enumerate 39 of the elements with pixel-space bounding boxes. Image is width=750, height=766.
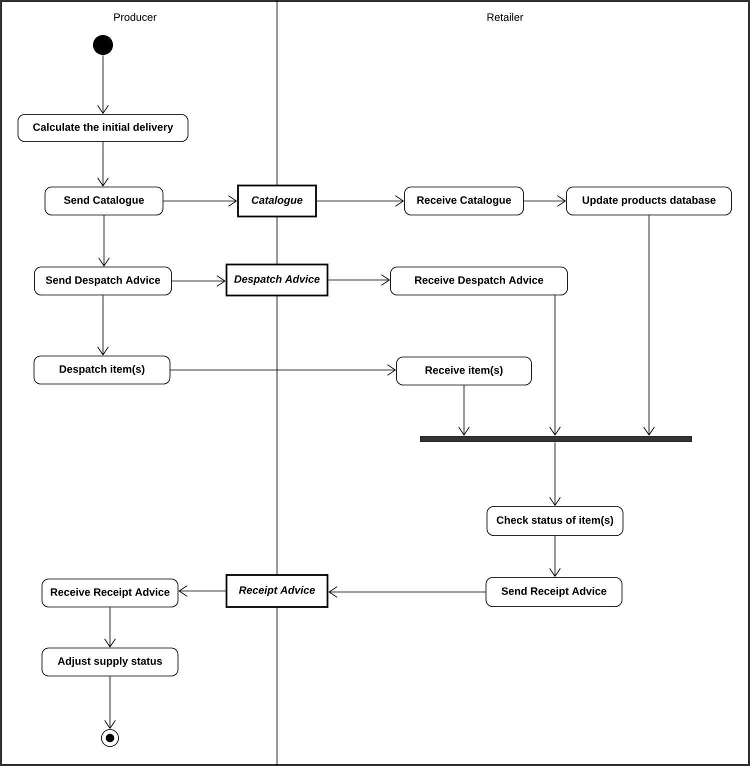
action-box: Send Catalogue	[44, 186, 164, 216]
arrow	[163, 195, 238, 207]
action-box: Receive Receipt Advice	[42, 578, 178, 608]
arrow	[178, 585, 226, 597]
final-node-circle	[101, 729, 119, 747]
arrow	[549, 442, 561, 506]
arrow	[328, 586, 486, 598]
arrow	[97, 295, 109, 356]
action-box: Despatch item(s)	[34, 356, 170, 384]
object-box: Despatch Advice	[226, 264, 328, 296]
action-box: Receive Despatch Advice	[390, 266, 568, 296]
arrow	[104, 676, 116, 730]
arrow	[172, 275, 226, 287]
action-box: Send Receipt Advice	[486, 577, 622, 607]
arrow	[524, 195, 566, 207]
arrow	[316, 195, 404, 207]
arrow	[458, 385, 470, 436]
action-box: Check status of item(s)	[486, 506, 624, 536]
object-box: Receipt Advice	[226, 574, 328, 608]
arrow	[104, 607, 116, 648]
object-box: Catalogue	[237, 184, 317, 218]
action-box: Adjust supply status	[42, 648, 178, 676]
action-box: Calculate the initial delivery	[18, 114, 188, 142]
lane-header: Retailer	[488, 13, 524, 21]
arrow	[98, 215, 110, 267]
arrow	[549, 295, 561, 436]
initial-node-circle	[93, 35, 113, 55]
arrow	[170, 364, 396, 376]
arrow	[549, 536, 561, 578]
action-box: Receive item(s)	[396, 356, 532, 386]
arrow	[328, 274, 390, 286]
action-box: Receive Catalogue	[404, 186, 524, 216]
action-box: Update products database	[566, 186, 732, 216]
arrow	[97, 142, 109, 187]
lane-header: Producer	[114, 13, 156, 21]
join-bar	[420, 436, 692, 442]
action-box: Send Despatch Advice	[34, 266, 172, 296]
arrow	[643, 215, 655, 436]
arrow	[97, 54, 109, 114]
